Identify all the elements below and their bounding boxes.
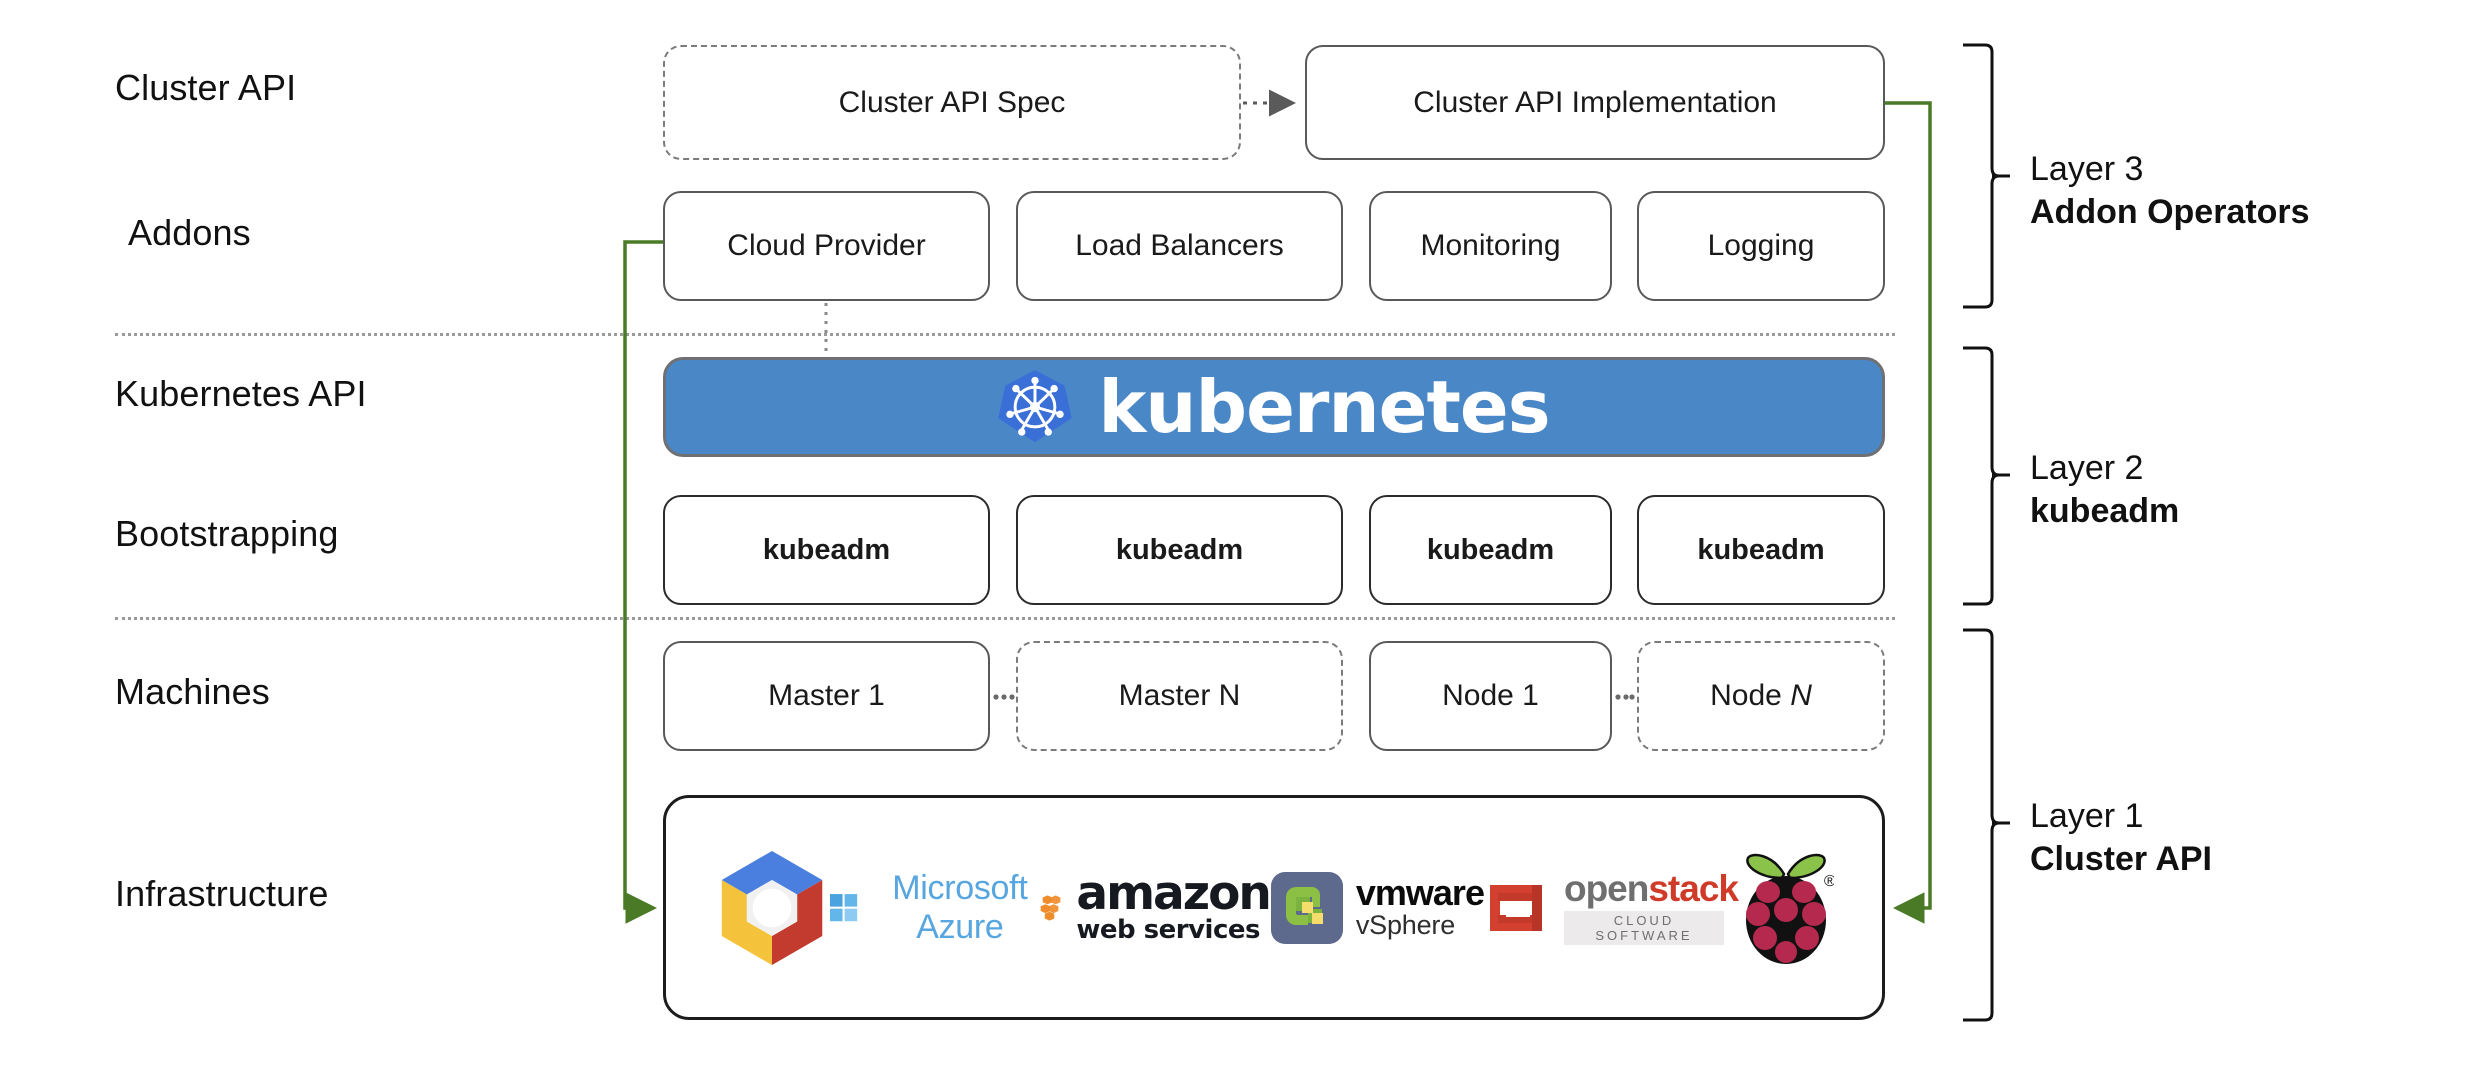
row-label-kubernetes-api: Kubernetes API [115,373,367,414]
aws-label-top: amazon [1076,866,1272,922]
addon-label-cloud-provider: Cloud Provider [727,229,926,262]
machine-box-node-1[interactable]: Node 1 [1369,641,1612,751]
addon-box-monitoring[interactable]: Monitoring [1369,191,1612,301]
addon-label-load-balancers: Load Balancers [1075,229,1284,262]
layer-1-title: Layer 1 [2030,797,2144,835]
machine-label-node-1: Node 1 [1442,679,1539,712]
machine-label-node-n-text: Node [1710,679,1791,712]
machine-box-master-n[interactable]: Master N [1016,641,1343,751]
cluster-api-implementation-label: Cluster API Implementation [1413,85,1777,119]
layer-1-bracket [1963,628,2010,1022]
row-label-bootstrapping: Bootstrapping [115,513,339,554]
layer-2-subtitle: kubeadm [2030,491,2180,530]
raspberry-pi-icon: ® [1738,848,1834,968]
layer-3-bracket [1963,43,2010,309]
kubernetes-banner: kubernetes [663,357,1885,457]
amazon-web-services-icon: amazon web services [1040,866,1272,947]
machine-label-node-n: Node N [1710,679,1812,713]
layer-3-label: Layer 3 Addon Operators [2030,148,2310,233]
vmware-label-top: vmware [1355,872,1485,914]
infrastructure-box[interactable]: Microsoft Azure amazon web services [663,795,1885,1020]
addon-box-logging[interactable]: Logging [1637,191,1885,301]
vmware-vsphere-icon: vmware vSphere [1270,871,1485,945]
row-label-machines: Machines [115,671,270,712]
machine-label-master-n: Master N [1118,679,1241,712]
addon-label-monitoring: Monitoring [1420,229,1561,262]
layer-2-label: Layer 2 kubeadm [2030,447,2179,532]
machine-box-node-n[interactable]: Node N [1637,641,1885,751]
aws-label-bottom: web services [1076,914,1260,945]
addon-box-load-balancers[interactable]: Load Balancers [1016,191,1343,301]
cluster-api-spec-box[interactable]: Cluster API Spec [663,45,1241,160]
machine-label-master-1: Master 1 [768,679,885,712]
vmware-label-bottom: vSphere [1355,910,1456,941]
row-label-infrastructure: Infrastructure [115,873,329,914]
row-label-addons: Addons [128,212,251,253]
cluster-api-spec-label: Cluster API Spec [838,85,1066,119]
svg-text:®: ® [1824,873,1834,890]
layer-1-label: Layer 1 Cluster API [2030,795,2212,880]
openstack-label-open: open [1563,868,1649,909]
green-route-left [623,240,663,924]
bootstrap-label-3: kubeadm [1426,533,1555,566]
bootstrap-label-2: kubeadm [1115,533,1244,566]
machines-ellipsis-left [993,694,1015,700]
addon-box-cloud-provider[interactable]: Cloud Provider [663,191,990,301]
google-cloud-icon [714,847,830,969]
bootstrap-box-2[interactable]: kubeadm [1016,495,1343,605]
bootstrap-box-4[interactable]: kubeadm [1637,495,1885,605]
microsoft-azure-label: Microsoft Azure [892,868,1028,946]
addon-label-logging: Logging [1707,229,1815,262]
green-route-right [1885,101,1932,924]
machine-label-node-n-suffix: N [1790,679,1812,712]
cluster-api-implementation-box[interactable]: Cluster API Implementation [1305,45,1885,160]
openstack-label-sub: CLOUD SOFTWARE [1563,911,1724,945]
bootstrap-label-1: kubeadm [762,533,891,566]
layer-2-bracket [1963,346,2010,606]
kubernetes-wordmark: kubernetes [1098,365,1550,449]
row-label-cluster-api: Cluster API [115,67,297,108]
bootstrap-box-1[interactable]: kubeadm [663,495,990,605]
bootstrap-label-4: kubeadm [1697,533,1825,566]
layer-1-subtitle: Cluster API [2030,839,2213,878]
openstack-label-stack: stack [1648,868,1739,909]
kubernetes-logo-icon [998,368,1073,446]
openstack-icon: openstack CLOUD SOFTWARE [1484,868,1739,945]
layer-2-title: Layer 2 [2030,449,2144,487]
section-divider-top [115,333,1895,336]
section-divider-bottom [115,617,1895,620]
bootstrap-box-3[interactable]: kubeadm [1369,495,1612,605]
microsoft-azure-icon: Microsoft Azure [830,869,1040,947]
machine-box-master-1[interactable]: Master 1 [663,641,990,751]
machines-ellipsis-right [1615,694,1635,700]
layer-3-subtitle: Addon Operators [2030,192,2310,231]
layer-3-title: Layer 3 [2030,150,2144,188]
